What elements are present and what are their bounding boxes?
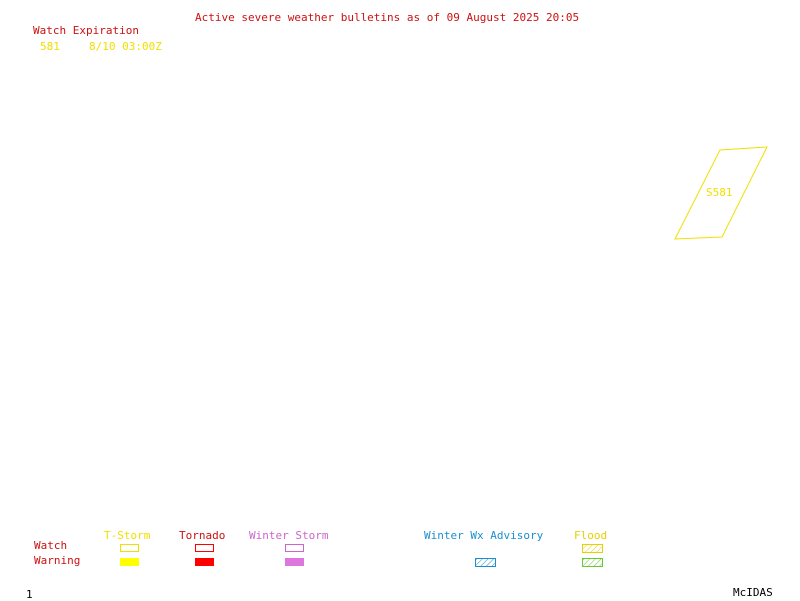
legend-winter-wx-advisory-label: Winter Wx Advisory (424, 529, 544, 542)
legend-watch-row-label: Watch (34, 539, 68, 552)
legend-winter-storm-watch-swatch (285, 544, 304, 552)
legend-tornado-watch-swatch (195, 544, 214, 552)
watch-number: 581 (40, 40, 60, 53)
legend-flood-label: Flood (574, 529, 608, 542)
watch-polygon-label: S581 (706, 186, 733, 199)
legend-winter-storm-label: Winter Storm (249, 529, 329, 542)
watch-expiration-label: Watch Expiration (33, 24, 139, 37)
legend-flood-watch-swatch (582, 544, 603, 553)
frame-number: 1 (26, 588, 33, 601)
legend-tstorm-label: T-Storm (104, 529, 151, 542)
legend-winter-wx-advisory-warning-swatch (475, 558, 496, 567)
legend-tstorm-warning-swatch (120, 558, 139, 566)
mcidas-branding: McIDAS (733, 586, 773, 599)
legend-warning-row-label: Warning (34, 554, 81, 567)
watch-polygon-s581[interactable] (674, 146, 768, 240)
legend-tstorm-watch-swatch (120, 544, 139, 552)
watch-expiration-time: 8/10 03:00Z (89, 40, 162, 53)
legend-flood-warning-swatch (582, 558, 603, 567)
legend-tornado-label: Tornado (179, 529, 226, 542)
legend-winter-storm-warning-swatch (285, 558, 304, 566)
bulletin-title: Active severe weather bulletins as of 09… (195, 11, 580, 24)
legend-tornado-warning-swatch (195, 558, 214, 566)
